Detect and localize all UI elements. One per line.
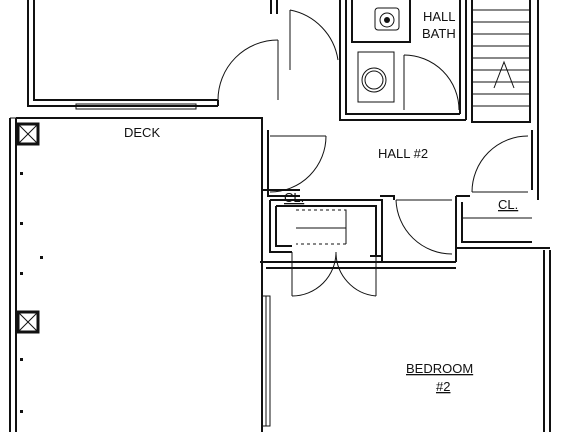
closet-right-walls xyxy=(455,195,538,249)
deck-post-lower xyxy=(16,310,40,334)
closet-left-shelf xyxy=(296,209,347,245)
door-swing-bedroom xyxy=(395,199,453,255)
toilet-fixture xyxy=(374,7,400,31)
upper-left-room-walls xyxy=(27,0,278,107)
staircase xyxy=(471,0,539,200)
deck-label: DECK xyxy=(124,125,160,140)
closet-left-walls xyxy=(269,199,383,262)
closet-left-label: CL. xyxy=(284,190,304,205)
door-swing-hall-left xyxy=(289,9,339,70)
closet-left-doors xyxy=(291,251,377,297)
bedroom2-label-line2: #2 xyxy=(436,379,450,394)
bedroom2-window xyxy=(261,295,271,427)
door-swing-bath xyxy=(403,54,460,111)
bedroom2-label-line1: BEDROOM xyxy=(406,361,473,376)
bedroom2-walls xyxy=(260,247,551,432)
hall2-label: HALL #2 xyxy=(378,146,428,161)
hall2-walls xyxy=(261,118,395,200)
deck-railing-dots xyxy=(20,172,43,413)
hall-bath-label-line2: BATH xyxy=(422,26,456,41)
deck-post-upper xyxy=(16,122,40,146)
door-swing-closet-right xyxy=(471,135,529,193)
closet-right-label: CL. xyxy=(498,197,518,212)
washer-fixture xyxy=(357,51,395,103)
hall-bath-walls xyxy=(339,0,467,121)
door-swing-hall2-left xyxy=(269,135,327,193)
hall-bath-label-line1: HALL xyxy=(423,9,456,24)
door-swing-upper-left xyxy=(217,39,279,101)
deck-outline xyxy=(9,117,263,432)
sliding-door xyxy=(75,103,197,110)
